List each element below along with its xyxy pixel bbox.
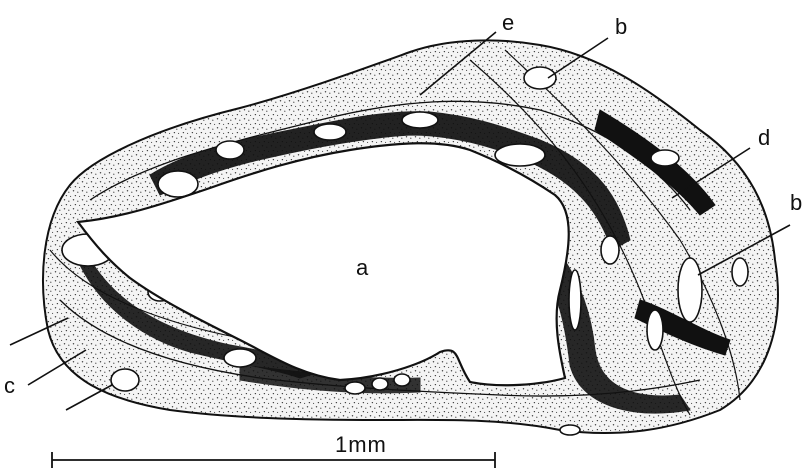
label-e: e bbox=[502, 10, 514, 35]
scale-bar bbox=[52, 452, 495, 468]
scale-bar-label: 1mm bbox=[335, 432, 387, 457]
label-b-right: b bbox=[790, 190, 802, 215]
label-d: d bbox=[758, 125, 770, 150]
label-a: a bbox=[356, 255, 369, 280]
label-b-top: b bbox=[615, 14, 627, 39]
label-c: c bbox=[4, 373, 15, 398]
leader-line-c-3 bbox=[66, 385, 112, 410]
